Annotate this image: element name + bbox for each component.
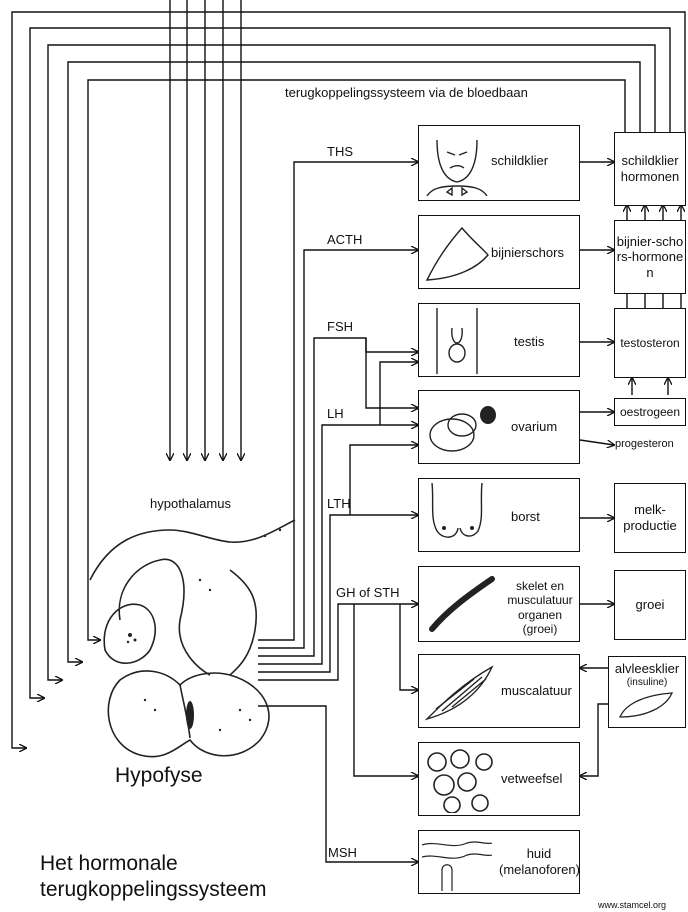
organ-skeleton-label: skelet en musculatuur organen (groei)	[501, 579, 579, 637]
fat-tissue-illustration	[422, 747, 502, 813]
hormone-lh: LH	[327, 407, 344, 422]
thyroid-hormones-label: schildklier hormonen	[615, 153, 685, 184]
line-lh-testis	[380, 362, 418, 425]
skin-illustration	[422, 835, 492, 891]
box-growth: groei	[614, 570, 686, 640]
growth-label: groei	[636, 597, 665, 613]
credit: www.stamcel.org	[598, 900, 666, 910]
hormone-ths: THS	[327, 145, 353, 160]
insulin-label: (insuline)	[627, 677, 668, 689]
breast-illustration	[422, 483, 492, 549]
hormone-lth: LTH	[327, 497, 351, 512]
caption-line-2: terugkoppelingssysteem	[40, 878, 266, 902]
box-testosterone: testosteron	[614, 308, 686, 378]
testis-illustration	[422, 308, 492, 374]
box-adrenal-hormones: bijnier-schors-hormonen	[614, 220, 686, 294]
organ-skin-label: huid (melanoforen)	[499, 846, 579, 877]
milk-production-label: melk-productie	[615, 502, 685, 533]
hormone-acth: ACTH	[327, 233, 362, 248]
pancreas-illustration	[616, 689, 678, 721]
progesterone-label: progesteron	[615, 438, 674, 450]
organ-thyroid-label: schildklier	[491, 153, 548, 169]
line-fsh-testis	[366, 338, 418, 352]
box-pancreas: alvleesklier (insuline)	[608, 656, 686, 728]
hormone-fsh: FSH	[327, 320, 353, 335]
adrenal-hormones-label: bijnier-schors-hormonen	[615, 234, 685, 281]
adrenal-illustration	[422, 220, 492, 286]
organ-breast-label: borst	[511, 509, 540, 525]
hormone-msh: MSH	[328, 846, 357, 861]
hormone-gh: GH of STH	[336, 586, 400, 601]
feedback-label: terugkoppelingssysteem via de bloedbaan	[285, 86, 528, 101]
caption-line-1: Het hormonale	[40, 852, 178, 876]
organ-ovary-label: ovarium	[511, 419, 557, 435]
pancreas-label: alvleesklier	[615, 661, 679, 677]
line-gh-muscle	[400, 604, 418, 690]
box-estrogen: oestrogeen	[614, 398, 686, 426]
estrogen-label: oestrogeen	[620, 405, 680, 419]
organ-adrenal-label: bijnierschors	[491, 245, 564, 261]
box-milk-production: melk-productie	[614, 483, 686, 553]
hypophysis-illustration	[80, 500, 300, 770]
hypophysis-label: Hypofyse	[115, 764, 203, 788]
hypothalamus-label: hypothalamus	[150, 497, 231, 512]
organ-testis-label: testis	[514, 334, 544, 350]
organ-fat-label: vetweefsel	[501, 771, 562, 787]
testosterone-label: testosteron	[620, 336, 679, 350]
ovary-illustration	[422, 395, 512, 461]
box-thyroid-hormones: schildklier hormonen	[614, 132, 686, 206]
thyroid-face-illustration	[422, 130, 492, 196]
organ-muscle-label: muscalatuur	[501, 683, 572, 699]
line-lth-ovary	[350, 445, 418, 515]
skeleton-illustration	[422, 571, 502, 637]
muscle-illustration	[422, 659, 502, 725]
